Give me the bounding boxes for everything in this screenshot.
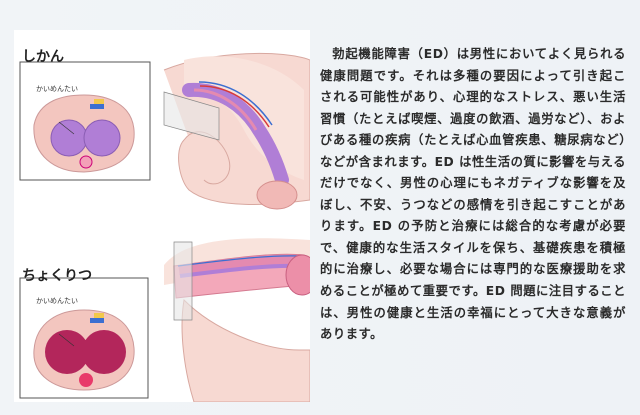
anatomy-drawing [19,52,310,402]
crosssection-label-2: かいめんたい [36,297,78,305]
erect-label: ちょくりつ [22,268,93,284]
crosssection-label-1: かいめんたい [36,85,78,93]
erect-illustration [19,238,310,402]
flaccid-label: しかん [22,49,64,65]
anatomy-illustration [14,30,310,402]
flaccid-illustration [19,52,310,210]
article-text: 勃起機能障害（ED）は男性においてよく見られる健康問題です。それは多種の要因によ… [320,47,626,342]
